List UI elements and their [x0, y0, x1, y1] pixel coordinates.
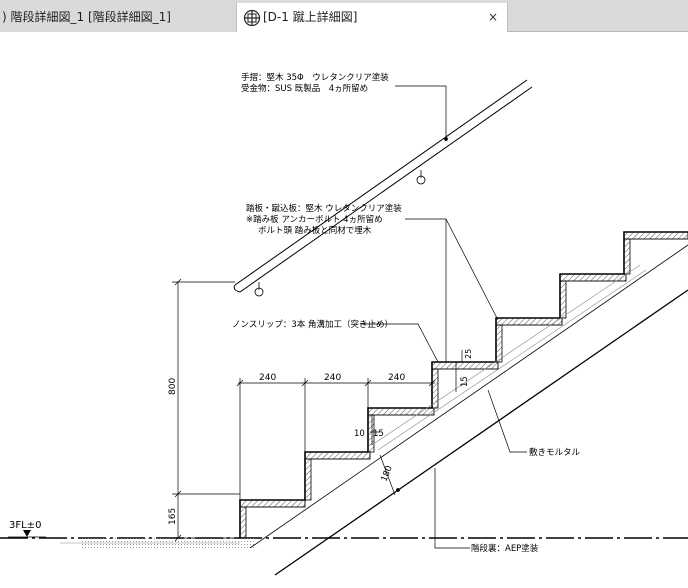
tab-stair-detail-label: ) 階段詳細図_1 [階段詳細図_1] [2, 10, 171, 24]
note-soffit: 階段裏：AEP塗装 [471, 543, 539, 554]
tab-stair-detail[interactable]: ) 階段詳細図_1 [階段詳細図_1] [0, 3, 236, 32]
dim-240-a: 240 [259, 373, 276, 383]
bracket-1 [254, 282, 264, 297]
dim-10: 10 [354, 429, 365, 439]
dim-180: 180 [380, 464, 395, 483]
level-marker: 3FL±0 [8, 520, 46, 538]
leader-lines [360, 85, 527, 549]
floor-line [0, 537, 688, 550]
tab-riser-detail-label: [D-1 蹴上詳細図] [263, 10, 358, 24]
note-tread-1: 踏板・蹴込板：堅木 ウレタンクリア塗装 [246, 203, 402, 214]
bracket-2 [416, 170, 426, 185]
tab-bar: ) 階段詳細図_1 [階段詳細図_1] [D-1 蹴上詳細図] × [0, 0, 688, 32]
close-icon[interactable]: × [487, 10, 498, 24]
dimensions [172, 278, 463, 542]
annotations: 手摺：堅木 35Φ ウレタンクリア塗装 受金物：SUS 既製品 4ヵ所留め 踏板… [168, 72, 581, 554]
drawing-canvas[interactable]: 3FL±0 [0, 32, 688, 588]
dim-25: 25 [464, 349, 473, 359]
dim-15-b: 15 [460, 376, 470, 387]
dim-165: 165 [168, 508, 178, 525]
stair-steps [239, 231, 688, 539]
dim-240-b: 240 [324, 373, 341, 383]
note-tread-2: ※踏み板 アンカーボルト 4ヵ所留め [246, 214, 383, 225]
handrail [233, 79, 533, 297]
level-label: 3FL±0 [9, 520, 41, 531]
note-mortar: 敷きモルタル [529, 447, 581, 458]
dim-15-a: 15 [373, 429, 384, 439]
section-view-icon [243, 9, 261, 27]
note-handrail-2: 受金物：SUS 既製品 4ヵ所留め [241, 83, 368, 94]
tab-riser-detail[interactable]: [D-1 蹴上詳細図] × [236, 3, 508, 32]
dim-240-c: 240 [388, 373, 405, 383]
note-handrail-1: 手摺：堅木 35Φ ウレタンクリア塗装 [241, 72, 389, 83]
stair-soffit [249, 244, 688, 576]
note-nosing: ノンスリップ：3本 角溝加工（突き止め） [232, 319, 393, 330]
note-tread-3: ボルト頭 踏み板と同材で埋木 [258, 225, 372, 236]
dim-800: 800 [168, 378, 178, 395]
